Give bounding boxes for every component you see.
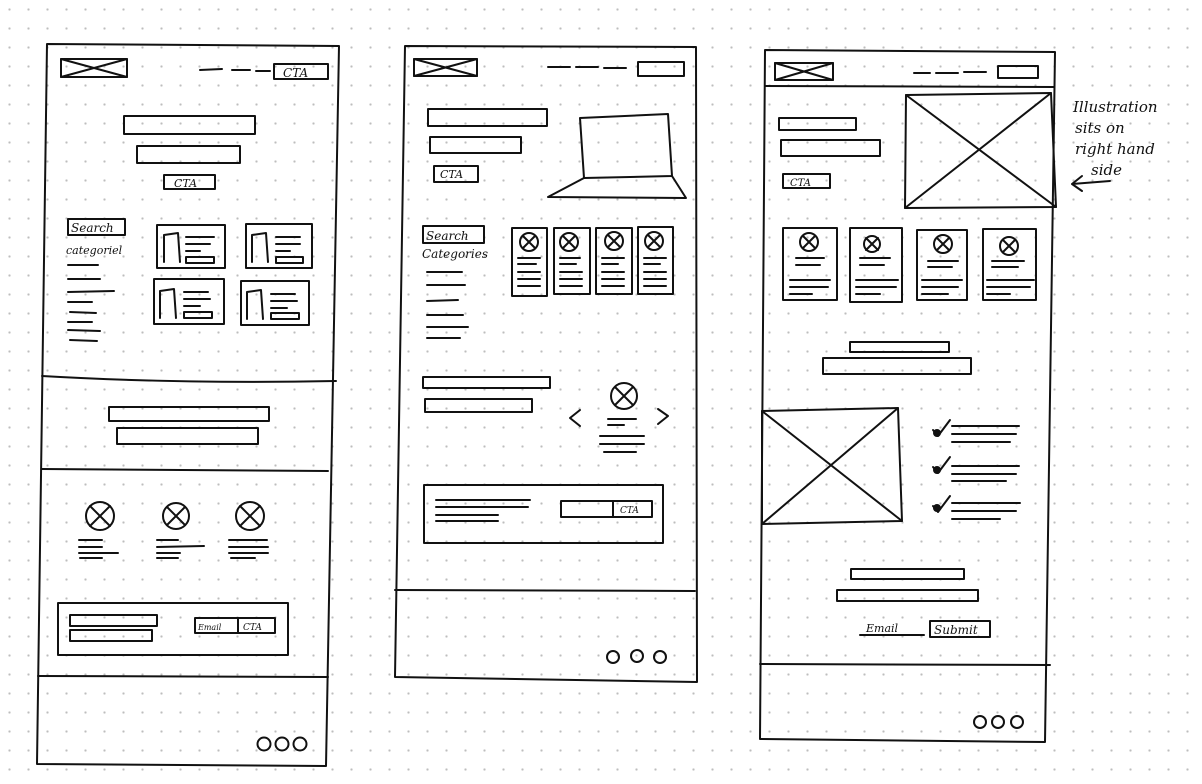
wf3-email-label: Email (865, 622, 899, 635)
wf3-submit-label: Submit (934, 623, 978, 637)
wf2-section-heading (422, 376, 551, 389)
wf1-newsletter-cta-label: CTA (243, 623, 262, 633)
wf2-product-cards (511, 226, 674, 297)
wf2-newsletter-lines (435, 499, 531, 522)
wf2-newsletter-box (423, 484, 664, 544)
wf1-product-grid (153, 223, 313, 326)
wf3-footer-divider (759, 663, 1051, 666)
wf3-hero-illustration-placeholder (904, 92, 1057, 209)
wf2-search-label: Search (426, 229, 469, 243)
wf3-feature-image-placeholder (761, 407, 903, 525)
annotation-line-4: side (1091, 161, 1122, 179)
wf2-hero-cta-button (433, 165, 479, 183)
wf1-search-label: Search (71, 221, 114, 235)
wf3-nav-links (913, 71, 987, 74)
wf2-hero-cta-label: CTA (440, 168, 463, 181)
annotation-line-2: sits on (1075, 119, 1125, 137)
wf2-section-subheading (424, 398, 533, 413)
wf3-logo-placeholder (774, 62, 834, 81)
wf2-hero-heading (427, 108, 548, 127)
wf1-logo-placeholder (60, 58, 128, 78)
wf2-frame (394, 45, 698, 683)
wf1-section-heading (108, 406, 270, 422)
wf3-footer-social-icons (973, 715, 1024, 729)
wf3-frame (759, 49, 1056, 743)
wf1-hero-heading (123, 115, 256, 135)
wf3-product-cards (782, 227, 1037, 303)
annotation-line-1: Illustration (1072, 98, 1158, 116)
annotation-arrow-icon (1071, 175, 1111, 192)
wf3-signup-heading (850, 568, 965, 580)
wf2-hero-subheading (429, 136, 522, 154)
wf1-header-cta-label: CTA (283, 66, 309, 80)
wf3-hero-cta-button (782, 173, 831, 189)
wf1-newsletter-line-2 (69, 629, 153, 642)
annotation-line-3: right hand (1075, 140, 1155, 158)
wf3-header-divider (764, 85, 1055, 88)
wf2-categories-label: Categories (422, 247, 488, 261)
wf3-header-cta-button (997, 65, 1039, 79)
wf1-feature-icons (78, 501, 269, 559)
wf2-email-input (560, 500, 653, 518)
wf2-logo-placeholder (413, 58, 478, 77)
annotation-note: Illustration sits on right hand side (1071, 98, 1158, 192)
wf1-section-subheading (116, 427, 259, 445)
wf1-frame (36, 43, 340, 767)
wf1-email-input (194, 617, 276, 634)
wf3-hero-heading (778, 117, 857, 131)
wf1-hero-cta-label: CTA (174, 177, 197, 190)
wf2-nav-links (547, 66, 627, 69)
wf1-hero-subheading (136, 145, 241, 164)
wf1-divider-1 (41, 375, 337, 383)
wf1-email-label: Email (197, 623, 222, 632)
wf1-nav-links (199, 68, 271, 72)
wf2-footer-social-icons (606, 649, 667, 664)
wf3-feature-checklist (932, 419, 1021, 520)
wf1-categories-label: categoriel (66, 244, 123, 257)
wf1-hero-cta-button (163, 174, 216, 190)
wf1-newsletter-line-1 (69, 614, 158, 627)
wf3-signup-subheading (836, 589, 979, 602)
wf1-footer-social-icons (256, 736, 308, 752)
wf2-carousel-prev-arrow (569, 409, 581, 427)
wf2-testimonial-carousel (599, 382, 645, 453)
wf1-footer-divider (37, 675, 329, 678)
wf1-divider-2 (41, 468, 329, 472)
wf3-hero-cta-label: CTA (790, 178, 811, 189)
wf3-section-heading (849, 341, 950, 353)
wireframe-2: CTA Search Categories (394, 45, 698, 683)
wf2-footer-divider (394, 589, 696, 592)
wf1-header-cta-button (273, 63, 329, 80)
wf2-laptop-illustration (547, 113, 687, 199)
wf1-newsletter-box (57, 602, 289, 656)
wf2-search-box (422, 225, 485, 244)
wf3-section-subheading (822, 357, 972, 375)
wireframe-1: CTA CTA Search categoriel (36, 43, 340, 767)
wf2-carousel-next-arrow (657, 408, 669, 425)
wireframe-3: CTA (759, 49, 1057, 743)
wf2-header-cta-button (637, 61, 685, 77)
wf2-category-list (426, 271, 469, 339)
wf3-submit-button (929, 620, 991, 638)
wf2-newsletter-cta-label: CTA (620, 506, 639, 516)
wf1-search-box (67, 218, 126, 236)
wf3-hero-subheading (780, 139, 881, 157)
wf1-category-list (67, 264, 115, 342)
